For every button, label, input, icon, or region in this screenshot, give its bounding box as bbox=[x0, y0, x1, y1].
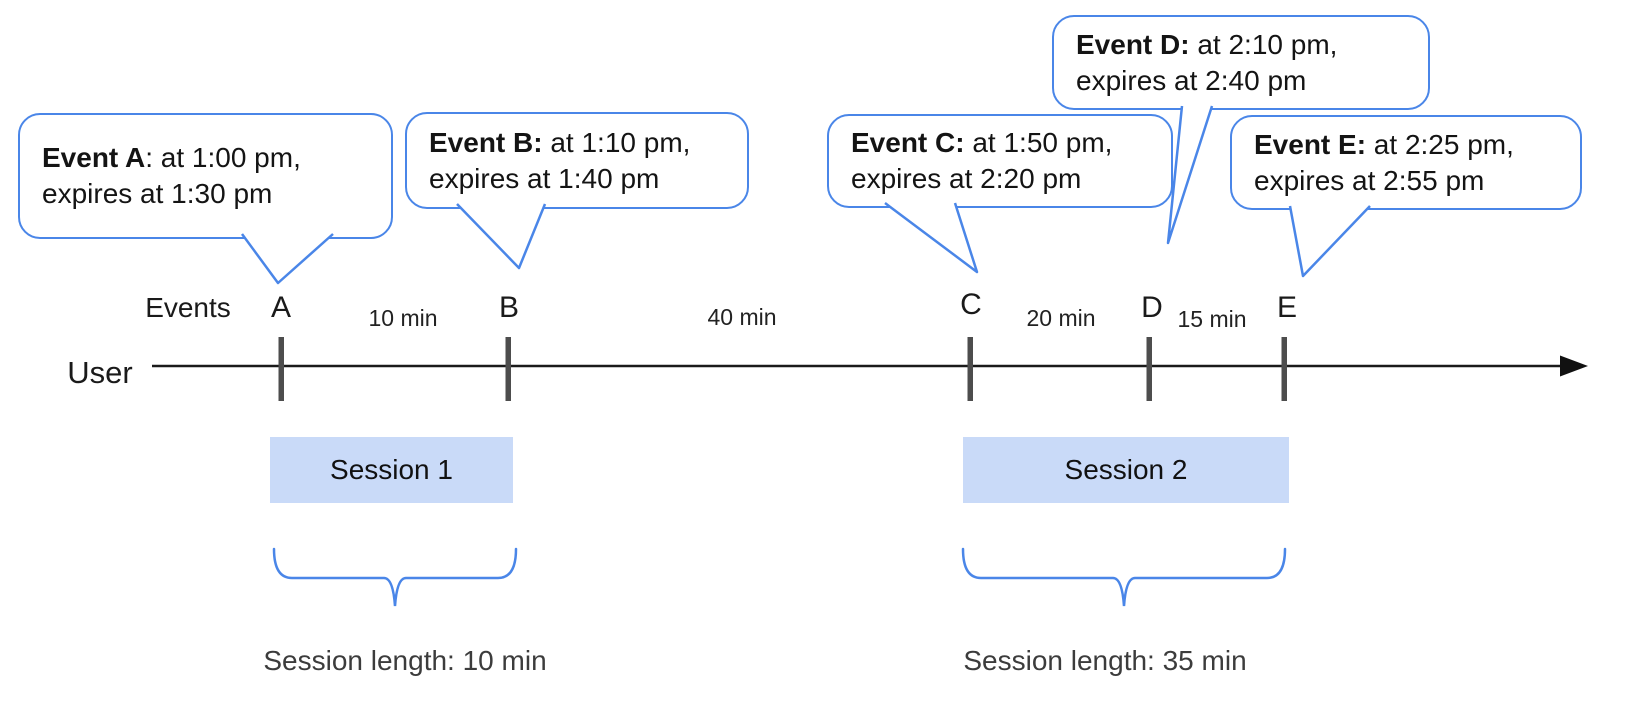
event-e-line1: Event E: at 2:25 pm, bbox=[1254, 127, 1570, 163]
event-b-time: at 1:10 pm, bbox=[542, 126, 691, 158]
tick-c bbox=[967, 337, 973, 401]
event-c-bubble: Event C: at 1:50 pm, expires at 2:20 pm bbox=[827, 114, 1173, 208]
event-e-line2: expires at 2:55 pm bbox=[1254, 164, 1485, 196]
event-c-tail bbox=[884, 202, 979, 274]
event-d-bubble: Event D: at 2:10 pm, expires at 2:40 pm bbox=[1052, 15, 1430, 110]
timeline-arrowhead bbox=[1560, 355, 1588, 377]
event-a-bubble: Event A: at 1:00 pm, expires at 1:30 pm bbox=[18, 113, 393, 239]
event-b-tail bbox=[456, 203, 547, 270]
session-1-length-label: Session length: 10 min bbox=[263, 645, 547, 676]
user-axis-label: User bbox=[67, 355, 133, 390]
session-2-bar: Session 2 bbox=[963, 437, 1289, 503]
session-2-length-label: Session length: 35 min bbox=[963, 645, 1247, 676]
events-axis-label: Events bbox=[145, 292, 231, 323]
event-c-time: at 1:50 pm, bbox=[964, 127, 1113, 158]
event-e-bubble: Event E: at 2:25 pm, expires at 2:55 pm bbox=[1230, 115, 1582, 210]
tick-label-a: A bbox=[270, 291, 291, 324]
session-1-brace bbox=[272, 547, 518, 607]
event-d-line1: Event D: at 2:10 pm, bbox=[1076, 27, 1418, 63]
gap-label-15min: 15 min bbox=[1177, 306, 1247, 332]
session-1-label: Session 1 bbox=[330, 454, 453, 485]
session-1-bar: Session 1 bbox=[270, 437, 513, 503]
event-d-time: at 2:10 pm, bbox=[1189, 28, 1338, 60]
tick-label-e: E bbox=[1276, 291, 1297, 324]
event-d-line2: expires at 2:40 pm bbox=[1076, 64, 1307, 96]
event-e-time: at 2:25 pm, bbox=[1366, 128, 1514, 160]
event-a-time: : at 1:00 pm, bbox=[145, 142, 301, 173]
event-a-line1: Event A: at 1:00 pm, bbox=[42, 140, 381, 176]
event-c-line1: Event C: at 1:50 pm, bbox=[851, 125, 1161, 161]
tick-label-b: B bbox=[498, 291, 519, 324]
event-b-title: Event B: bbox=[429, 126, 543, 158]
event-e-tail bbox=[1288, 205, 1371, 278]
tick-a bbox=[278, 337, 284, 401]
tick-b bbox=[505, 337, 511, 401]
tick-e bbox=[1281, 337, 1287, 401]
tick-label-c: C bbox=[960, 288, 982, 321]
event-a-line2: expires at 1:30 pm bbox=[42, 178, 273, 209]
tick-label-d: D bbox=[1141, 291, 1163, 324]
gap-label-20min: 20 min bbox=[1026, 305, 1096, 331]
event-d-title: Event D: bbox=[1076, 28, 1190, 60]
gap-label-40min: 40 min bbox=[707, 304, 777, 330]
session-2-label: Session 2 bbox=[1064, 454, 1188, 485]
event-c-title: Event C: bbox=[851, 127, 965, 158]
event-e-title: Event E: bbox=[1254, 128, 1367, 160]
event-b-line1: Event B: at 1:10 pm, bbox=[429, 125, 737, 161]
gap-label-10min: 10 min bbox=[368, 305, 438, 331]
event-c-line2: expires at 2:20 pm bbox=[851, 163, 1082, 194]
event-d-tail bbox=[1166, 105, 1214, 245]
event-a-title: Event A bbox=[42, 142, 146, 173]
session-2-brace bbox=[961, 547, 1287, 607]
tick-d bbox=[1146, 337, 1152, 401]
event-b-line2: expires at 1:40 pm bbox=[429, 162, 660, 194]
event-a-tail bbox=[240, 233, 334, 285]
event-b-bubble: Event B: at 1:10 pm, expires at 1:40 pm bbox=[405, 112, 749, 209]
